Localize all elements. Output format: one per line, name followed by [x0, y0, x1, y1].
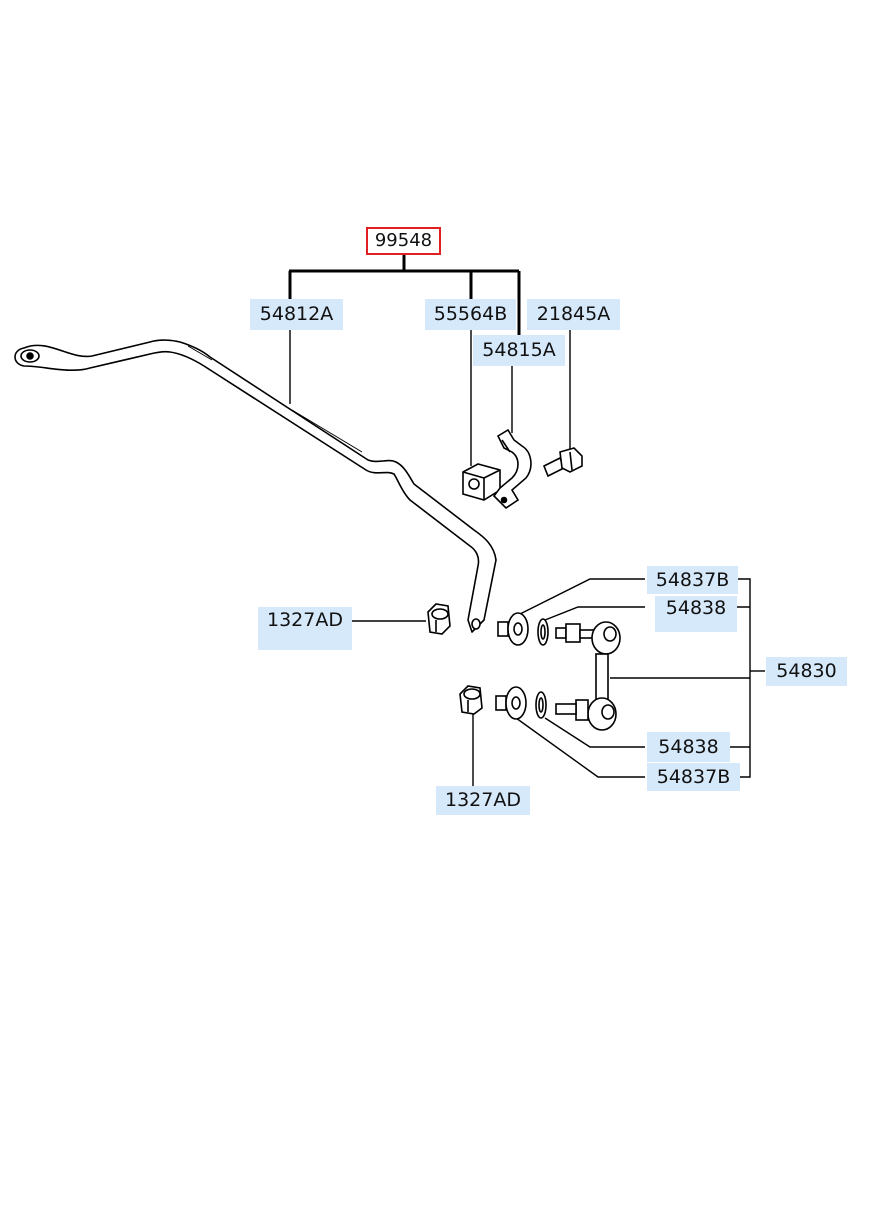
- leader-54837B-bottom: [515, 717, 645, 778]
- part-label-54812A[interactable]: 54812A: [250, 299, 343, 330]
- stabilizer-link-drawing: [495, 612, 621, 731]
- part-label-54838-bottom[interactable]: 54838: [647, 732, 730, 762]
- part-label-54830[interactable]: 54830: [766, 657, 847, 686]
- part-label-1327AD-bottom[interactable]: 1327AD: [436, 786, 530, 815]
- part-label-21845A[interactable]: 21845A: [527, 299, 620, 330]
- part-label-54838-top[interactable]: 54838: [655, 596, 737, 632]
- leader-lines: [288, 254, 765, 788]
- bolt-drawing: [542, 447, 583, 478]
- part-label-54837B-top[interactable]: 54837B: [647, 566, 738, 594]
- part-label-54815A[interactable]: 54815A: [473, 335, 565, 366]
- part-label-1327AD-top[interactable]: 1327AD: [258, 607, 352, 650]
- bushing-drawing: [462, 463, 501, 501]
- leader-54837B-top: [519, 578, 645, 615]
- nut-top-drawing: [427, 603, 451, 635]
- assembly-number-label[interactable]: 99548: [366, 227, 441, 255]
- part-label-54837B-bottom[interactable]: 54837B: [647, 763, 740, 791]
- leader-54838-top: [544, 606, 645, 621]
- part-label-55564B[interactable]: 55564B: [425, 299, 516, 330]
- assembly-bracket: [288, 254, 521, 338]
- bracket-drawing: [492, 428, 532, 510]
- leader-54838-bottom: [544, 717, 645, 748]
- stabilizer-bar-drawing: [14, 339, 497, 633]
- nut-bottom-drawing: [459, 685, 483, 715]
